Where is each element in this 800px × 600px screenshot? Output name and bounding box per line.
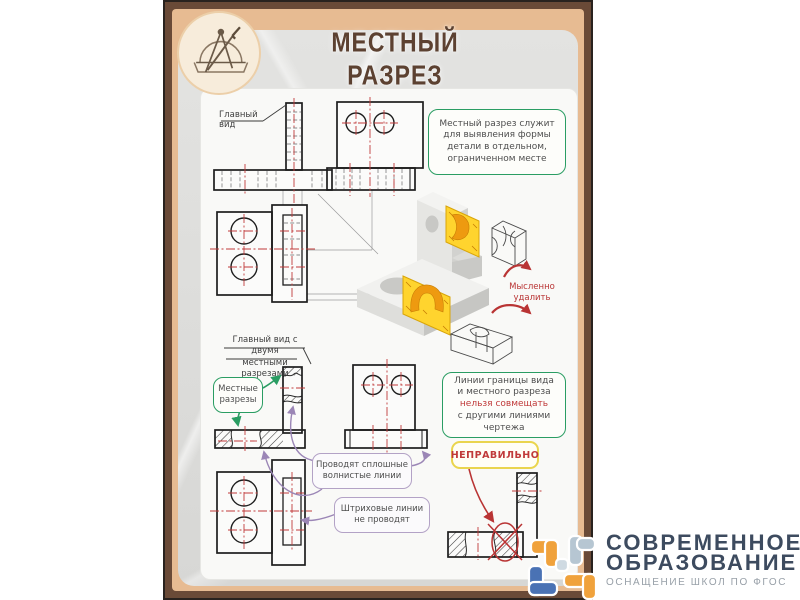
definition-callout: Местный разрез служит для выявления форм… bbox=[428, 109, 566, 175]
vendor-name-line2: ОБРАЗОВАНИЕ bbox=[606, 550, 798, 575]
local-sections-callout: Местные разрезы bbox=[213, 377, 263, 413]
poster-title: МЕСТНЫЙ РАЗРЕЗ bbox=[331, 26, 459, 91]
wavy-lines-callout: Проводят сплошные волнистые линии bbox=[312, 453, 412, 489]
definition-line: детали в отдельном, bbox=[447, 142, 547, 152]
vendor-logo-text: СОВРЕМЕННОЕ ОБРАЗОВАНИЕ ОСНАЩЕНИЕ ШКОЛ П… bbox=[606, 530, 800, 589]
dashed-lines-callout: Штриховые линии не проводят bbox=[334, 497, 430, 533]
definition-line: для выявления формы bbox=[443, 130, 551, 141]
vendor-tagline: ОСНАЩЕНИЕ ШКОЛ ПО ФГОС bbox=[606, 577, 788, 588]
definition-line: ограниченном месте bbox=[447, 153, 547, 164]
boundary-rule-callout: Линии границы вида и местного разреза не… bbox=[442, 372, 566, 438]
protractor-compass-icon bbox=[177, 11, 261, 95]
mentally-remove-label: Мысленно удалить bbox=[509, 282, 555, 304]
vendor-name-line1: СОВРЕМЕННОЕ bbox=[606, 530, 800, 555]
definition-line: Местный разрез служит bbox=[439, 118, 555, 129]
main-view-two-sections-label: Главный вид с двумя местными разрезами bbox=[232, 335, 298, 380]
main-view-label: Главный вид bbox=[219, 110, 258, 130]
incorrect-badge: НЕПРАВИЛЬНО bbox=[451, 441, 539, 469]
